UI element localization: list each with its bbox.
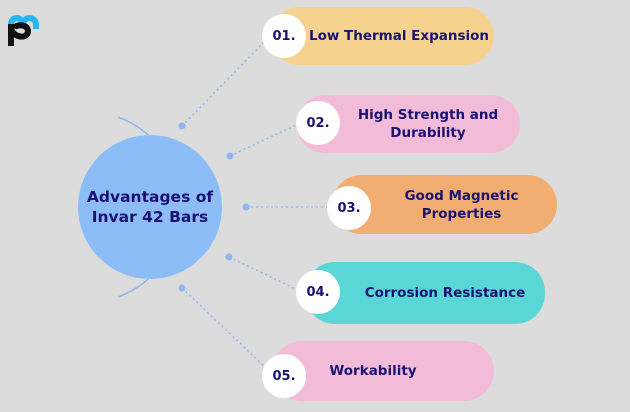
number-badge-03: 03. <box>327 186 371 230</box>
number-badge-02: 02. <box>296 101 340 145</box>
number-badge-05: 05. <box>262 354 306 398</box>
central-topic-line1: Advantages of <box>86 188 214 206</box>
central-topic: Advantages of Invar 42 Bars <box>78 135 222 279</box>
advantage-label: High Strength and <box>357 107 499 123</box>
advantage-item-05: Workability <box>272 341 494 401</box>
advantage-item-04: Corrosion Resistance <box>305 262 545 324</box>
number-badge-01: 01. <box>262 14 306 58</box>
advantage-label-line2: Durability <box>390 125 466 141</box>
number-badge-04: 04. <box>296 270 340 314</box>
advantage-label: Workability <box>329 363 417 379</box>
advantage-label: Corrosion Resistance <box>364 285 526 301</box>
advantage-item-01: Low Thermal Expansion <box>270 7 494 65</box>
advantage-label-line2: Properties <box>421 205 502 222</box>
advantage-label: Good Magnetic <box>404 187 519 204</box>
pm-logo <box>8 15 39 46</box>
central-topic-line2: Invar 42 Bars <box>91 208 209 226</box>
advantage-label: Low Thermal Expansion <box>308 28 490 44</box>
